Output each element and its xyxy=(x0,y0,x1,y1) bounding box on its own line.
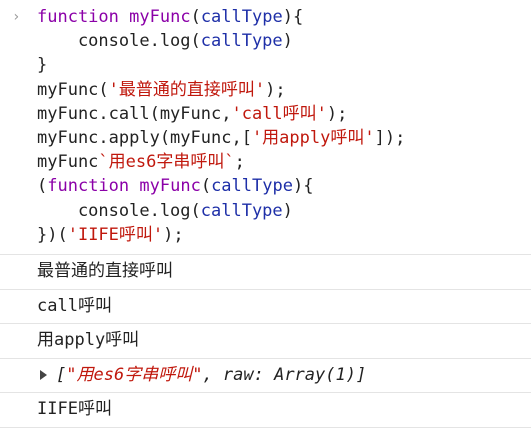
code-token: ]); xyxy=(374,127,406,148)
code-token: 'IIFE呼叫' xyxy=(67,224,164,245)
code-line: function myFunc(callType){ xyxy=(37,5,405,29)
code-token: ( xyxy=(200,176,212,197)
log-message: IIFE呼叫 xyxy=(37,399,112,419)
code-token xyxy=(119,7,129,27)
log-message: 最普通的直接呼叫 xyxy=(37,261,173,281)
code-token: '用apply呼叫' xyxy=(251,127,375,148)
code-token: callType xyxy=(200,31,283,52)
code-line: myFunc.apply(myFunc,['用apply呼叫']); xyxy=(37,126,405,150)
console-log-row: 最普通的直接呼叫 xyxy=(0,255,531,290)
code-token: })( xyxy=(37,224,68,245)
code-token: callType xyxy=(200,200,283,221)
array-rest: , raw: Array(1)] xyxy=(202,364,367,385)
code-line: myFunc`用es6字串呼叫`; xyxy=(37,150,405,174)
code-token: ( xyxy=(190,7,201,27)
log-message: call呼叫 xyxy=(37,295,112,316)
code-line: (function myFunc(callType){ xyxy=(37,174,405,198)
console-log-row: call呼叫 xyxy=(0,290,531,324)
code-token: callType xyxy=(211,176,293,197)
array-preview[interactable]: ["用es6字串呼叫", raw: Array(1)] xyxy=(56,364,366,386)
code-token: '最普通的直接呼叫' xyxy=(108,79,266,100)
code-line: } xyxy=(37,53,405,77)
code-token: ; xyxy=(234,152,245,173)
code-line: })('IIFE呼叫'); xyxy=(37,223,405,247)
code-token: 'call呼叫' xyxy=(231,103,327,124)
log-message: 用apply呼叫 xyxy=(37,330,140,350)
code-token: ){ xyxy=(282,7,304,27)
code-token: ); xyxy=(163,224,184,245)
code-token: ) xyxy=(282,200,293,221)
code-token: } xyxy=(37,55,48,76)
code-block: function myFunc(callType){ console.log(c… xyxy=(37,5,405,247)
expand-triangle-icon[interactable] xyxy=(40,369,47,380)
array-string-item: "用es6字串呼叫" xyxy=(66,364,203,385)
code-token: function xyxy=(37,7,119,27)
code-line: myFunc.call(myFunc,'call呼叫'); xyxy=(37,102,405,126)
code-token: ); xyxy=(326,103,348,124)
code-line: console.log(callType) xyxy=(37,199,405,223)
console-output-list: 最普通的直接呼叫 call呼叫用apply呼叫 ["用es6字串呼叫", raw: … xyxy=(0,255,531,428)
code-token: myFunc.call(myFunc, xyxy=(37,103,232,124)
prompt-chevron-icon: › xyxy=(12,9,21,25)
console-input-entry: › function myFunc(callType){ console.log… xyxy=(0,5,531,255)
code-token: ( xyxy=(37,176,48,197)
code-token: ){ xyxy=(292,176,314,197)
code-line: myFunc('最普通的直接呼叫'); xyxy=(37,78,405,102)
code-token: myFunc( xyxy=(37,79,109,100)
console-log-row: ["用es6字串呼叫", raw: Array(1)] xyxy=(0,359,531,393)
code-token: console.log( xyxy=(37,200,201,221)
code-token: myFunc.apply(myFunc,[ xyxy=(37,127,252,148)
code-line: console.log(callType) xyxy=(37,29,405,53)
console-log-row: 用apply呼叫 xyxy=(0,324,531,359)
array-open-bracket: [ xyxy=(56,364,67,385)
code-token: callType xyxy=(200,7,283,27)
code-token: ); xyxy=(265,79,286,100)
code-token xyxy=(129,176,139,196)
console-log-row: IIFE呼叫 xyxy=(0,393,531,428)
code-token: myFunc xyxy=(129,7,191,27)
code-token: ) xyxy=(282,31,293,52)
code-token: console.log( xyxy=(37,31,201,52)
code-token: `用es6字串呼叫` xyxy=(98,152,235,173)
code-token: myFunc xyxy=(139,176,201,197)
code-token: function xyxy=(47,176,130,197)
code-token: myFunc xyxy=(37,152,99,173)
